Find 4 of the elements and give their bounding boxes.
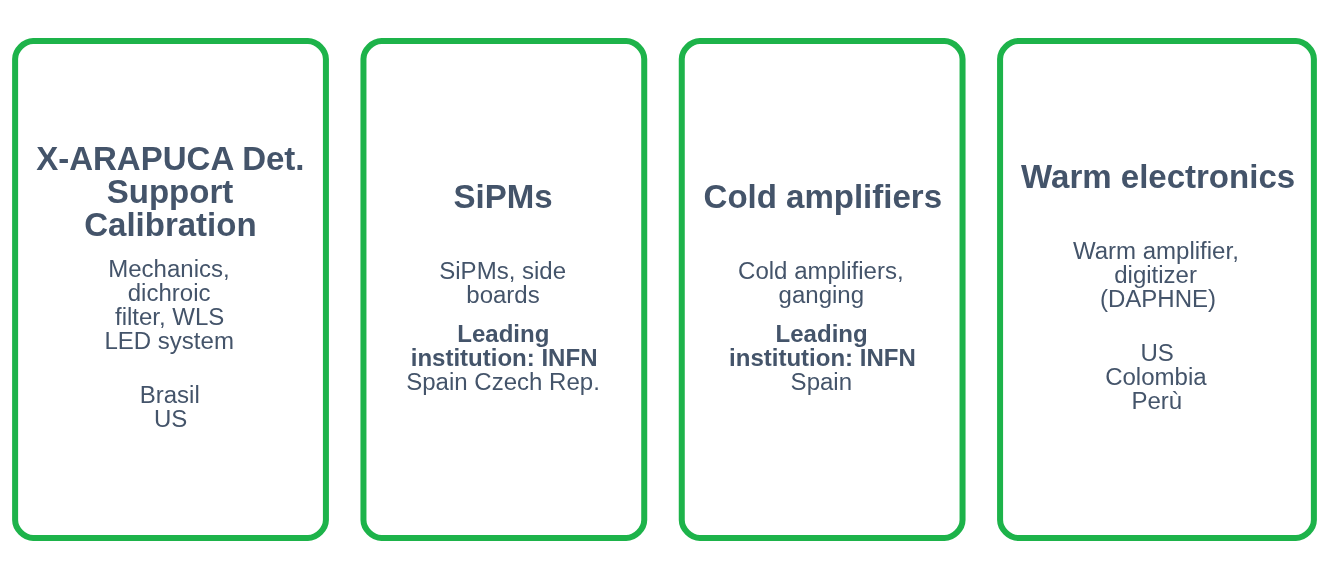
node-box: SiPMs SiPMs, side boards Leading institution: INFN Spain Czech Rep. — [360, 37, 648, 541]
node-box: Warm electronics Warm amplifier, digitizer (DAPHNE) US Colombia Perù — [997, 37, 1317, 541]
node-box: Cold amplifiers Cold amplifiers, ganging Leading institution: INFN Spain — [678, 37, 966, 541]
node-box: X-ARAPUCA Det. Support Calibration Mechanics, dichroic filter, WLS LED system Brasil US — [12, 37, 329, 541]
